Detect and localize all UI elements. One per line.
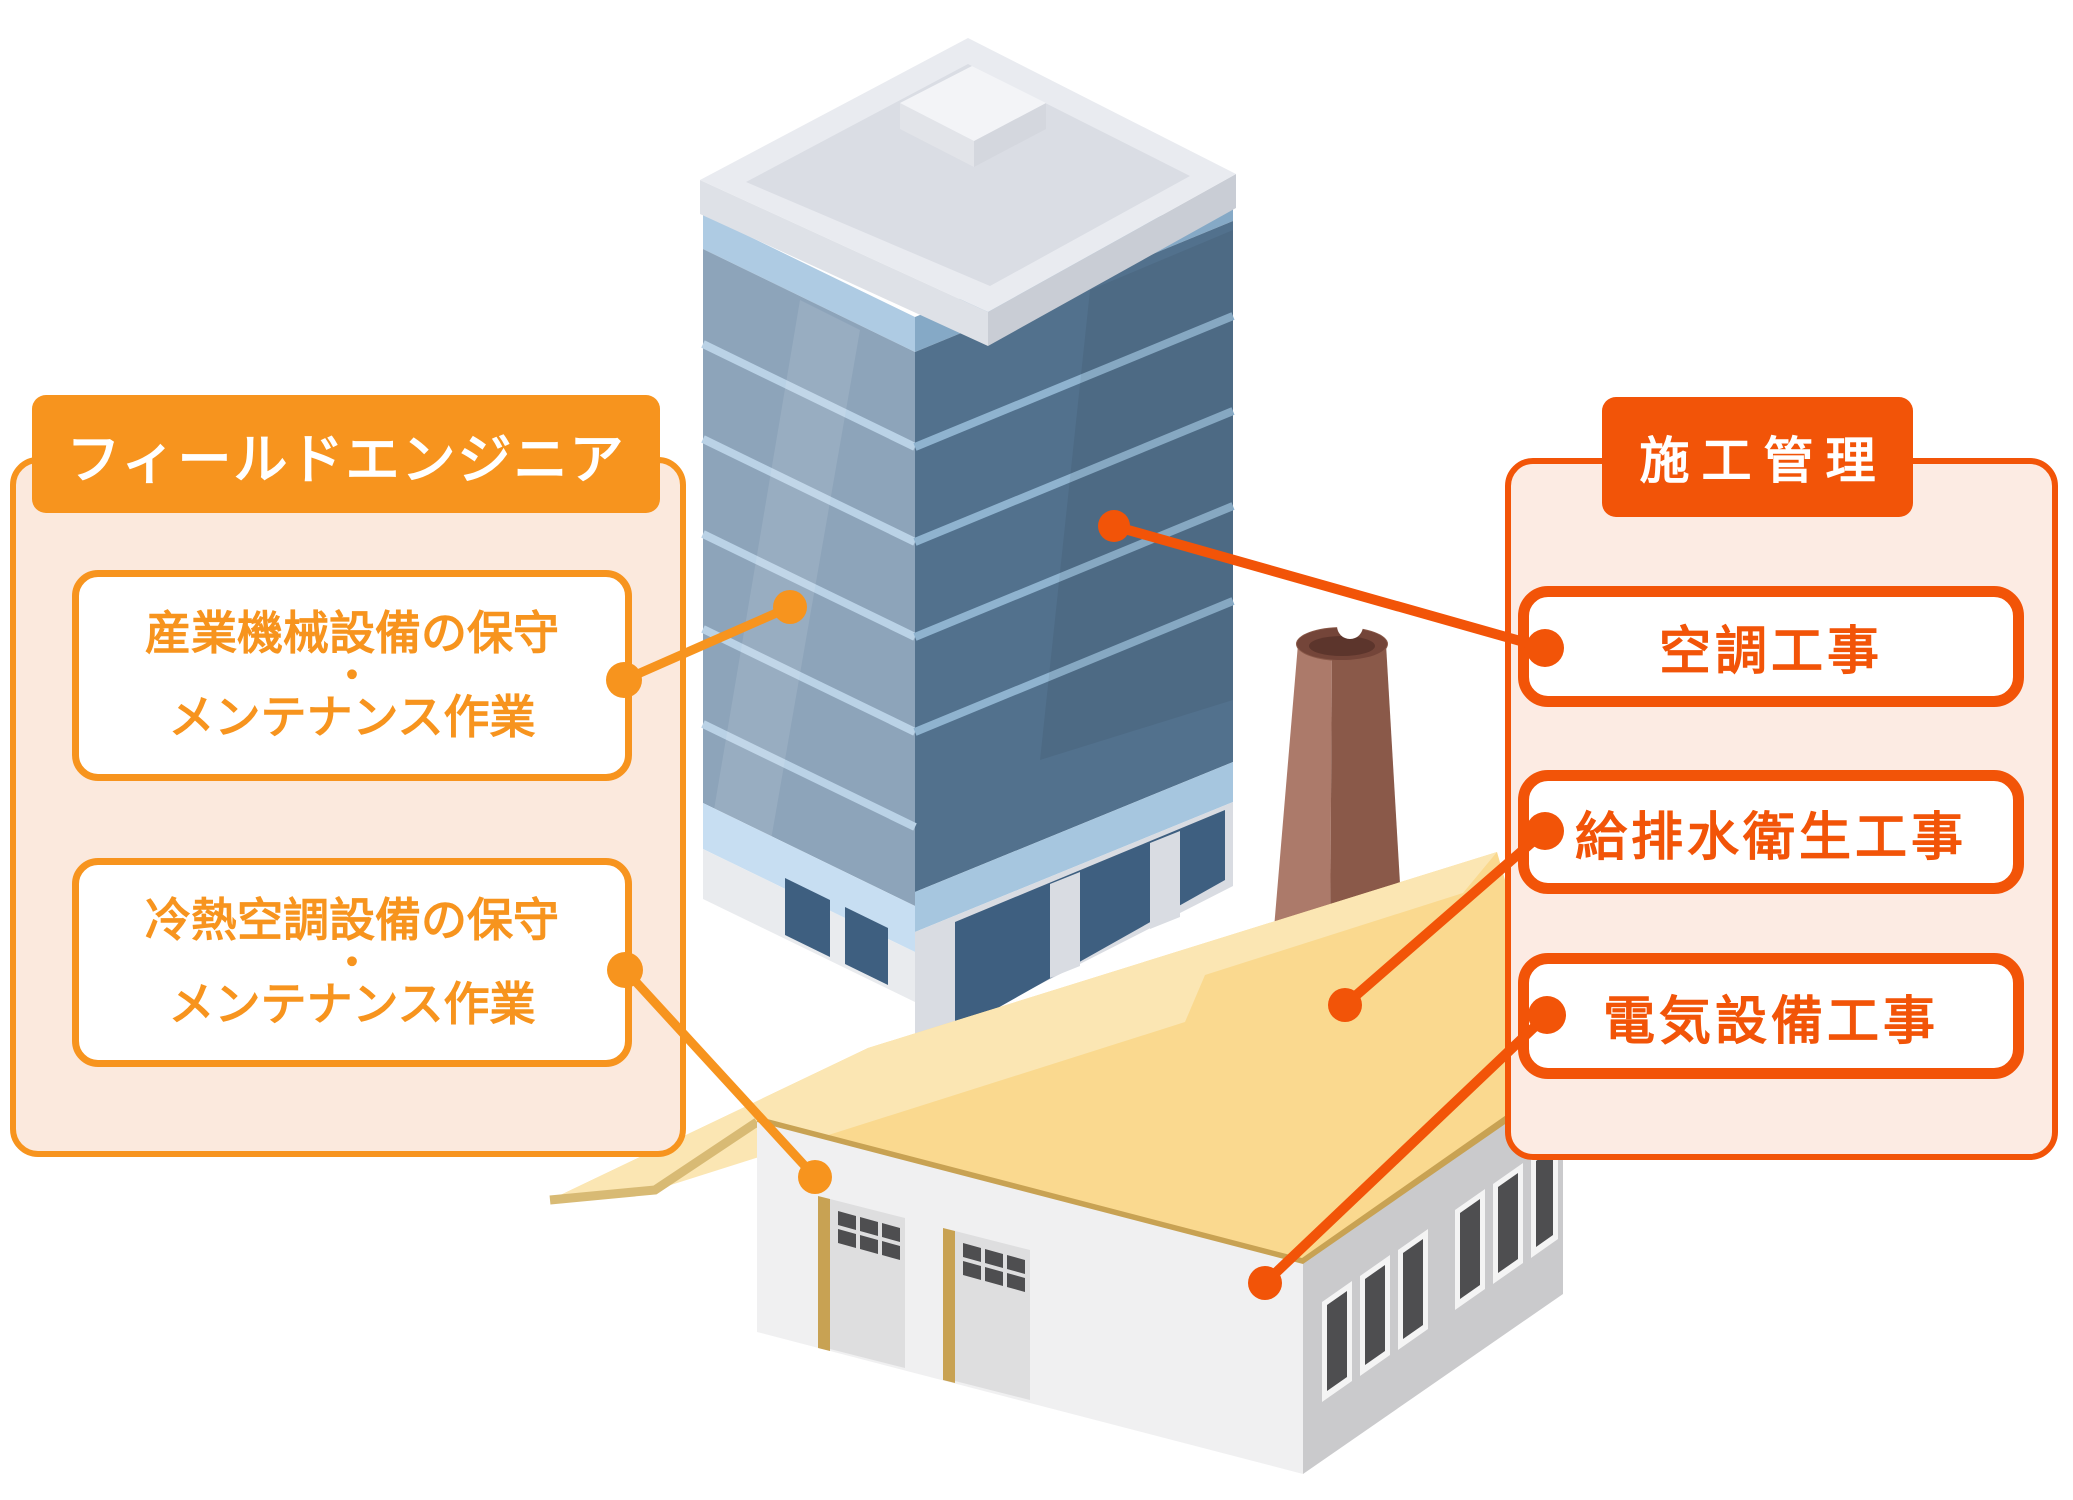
- construction-box-kyuhaisui: 給排水衛生工事: [1518, 770, 2024, 894]
- field-engineer-box-1: 産業機械設備の保守 ・ メンテナンス作業: [72, 570, 632, 781]
- office-tower-illustration: [700, 38, 1236, 1048]
- box-line: メンテナンス作業: [168, 976, 536, 1031]
- construction-mgmt-header: 施工管理: [1602, 397, 1913, 517]
- garage-doors: [818, 1196, 1030, 1400]
- box-separator: ・: [332, 652, 372, 699]
- construction-box-kucho: 空調工事: [1518, 586, 2024, 707]
- box-separator: ・: [332, 939, 372, 986]
- box-line: メンテナンス作業: [168, 689, 536, 744]
- field-engineer-box-2: 冷熱空調設備の保守 ・ メンテナンス作業: [72, 858, 632, 1067]
- box-line: 産業機械設備の保守: [145, 605, 559, 660]
- box-line: 冷熱空調設備の保守: [145, 892, 559, 947]
- construction-box-denki: 電気設備工事: [1518, 953, 2024, 1079]
- field-engineer-header: フィールドエンジニア: [32, 395, 660, 513]
